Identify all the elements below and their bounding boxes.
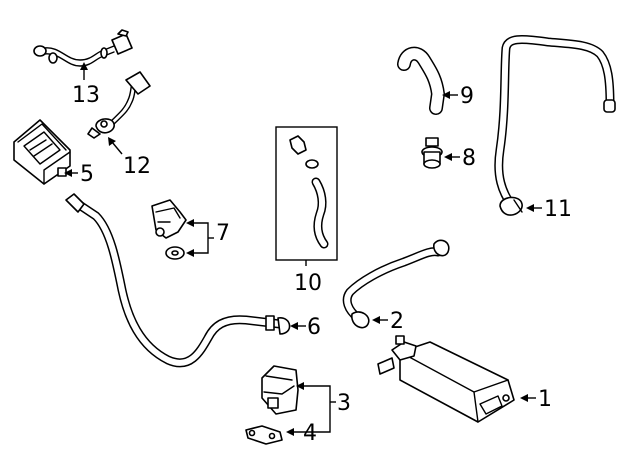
callout-7-label: 7	[216, 221, 230, 246]
part-12-oxygen-sensor[interactable]	[87, 71, 151, 139]
part-3-vent-valve[interactable]	[261, 365, 299, 415]
callout-3-label: 3	[337, 391, 351, 416]
callout-8-label: 8	[462, 146, 476, 171]
part-7-purge-valve[interactable]	[151, 199, 187, 260]
callout-5-label: 5	[80, 162, 94, 187]
callout-1-label: 1	[538, 387, 552, 412]
part-8-check-valve[interactable]	[421, 137, 443, 169]
part-9-hose-elbow[interactable]	[397, 46, 446, 115]
part-2-canister-hose[interactable]	[342, 239, 450, 329]
callout-2-label: 2	[390, 309, 404, 334]
part-11-vapor-line[interactable]	[494, 35, 616, 216]
callout-10: 10	[294, 260, 322, 296]
callout-6: 6	[290, 315, 321, 340]
part-10-hose-kit[interactable]	[275, 126, 338, 261]
part-13-wire-harness[interactable]	[33, 29, 133, 67]
callout-1: 1	[520, 387, 552, 412]
callout-5: 5	[64, 162, 94, 187]
callout-3-4: 3 4	[286, 382, 351, 446]
callout-12-label: 12	[123, 154, 151, 179]
callout-11-label: 11	[544, 197, 572, 222]
callout-8: 8	[444, 146, 476, 171]
callout-13-label: 13	[72, 83, 100, 108]
callout-13: 13	[72, 62, 100, 108]
callout-7: 7	[186, 219, 230, 257]
callout-2: 2	[372, 309, 404, 334]
callout-4-label: 4	[303, 421, 317, 446]
callout-11: 11	[526, 197, 572, 222]
part-4-bracket[interactable]	[245, 425, 283, 445]
part-1-evap-canister[interactable]	[377, 335, 515, 423]
callout-6-label: 6	[307, 315, 321, 340]
callout-12: 12	[108, 137, 151, 179]
part-5-sensor-module[interactable]	[13, 119, 71, 185]
part-6-vapor-hose[interactable]	[65, 193, 291, 368]
callout-9-label: 9	[460, 84, 474, 109]
callout-10-label: 10	[294, 271, 322, 296]
callout-9: 9	[442, 84, 474, 109]
